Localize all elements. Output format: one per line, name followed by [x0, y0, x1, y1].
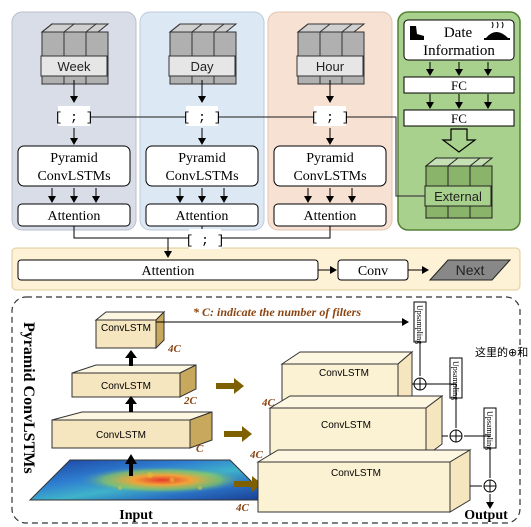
week-pyramid-line2: ConvLSTMs — [37, 169, 110, 184]
day-attention: Attention — [176, 209, 229, 224]
right-block-top — [280, 350, 414, 410]
hour-pyramid-line2: ConvLSTMs — [293, 169, 366, 184]
day-concat-box — [186, 106, 218, 126]
day-pyramid-line2: ConvLSTMs — [165, 169, 238, 184]
external-feed-line — [90, 116, 426, 197]
hour-pyramid-line1: Pyramid — [306, 151, 353, 166]
day-label-box — [168, 55, 236, 77]
day-pyramid-line1: Pyramid — [178, 151, 225, 166]
external-label: External — [434, 189, 482, 204]
fc-to-fc-arrows — [426, 94, 492, 109]
overflow-text: 这里的⊕和 — [475, 345, 528, 359]
left-block-4c-label: ConvLSTM — [101, 323, 151, 334]
date-word: Date — [444, 25, 473, 41]
week-pyramid-box — [17, 145, 131, 187]
fc1-label: FC — [451, 78, 467, 93]
left-block-c-label: ConvLSTM — [96, 430, 146, 441]
date-info-box — [403, 19, 515, 61]
left-block-4c — [94, 310, 166, 350]
plus-node-2 — [449, 429, 463, 443]
concat-to-pyramid-arrows — [70, 128, 334, 145]
input-heatmap — [28, 459, 272, 501]
next-label: Next — [456, 262, 485, 278]
right-block-middle-label: ConvLSTM — [321, 420, 371, 431]
right-block-top-label: ConvLSTM — [319, 368, 369, 379]
day-pyramid-box — [145, 145, 259, 187]
output-label: Output — [464, 508, 508, 523]
upsampling-3: Upsampling — [485, 411, 494, 450]
merge-concat: [ ; ] — [185, 233, 224, 248]
week-attention: Attention — [48, 209, 101, 224]
week-pyramid-line1: Pyramid — [50, 151, 97, 166]
plus-node-3 — [483, 479, 497, 493]
input-label: Input — [119, 508, 153, 523]
final-attention: Attention — [142, 264, 195, 279]
right-block-bottom — [256, 449, 472, 513]
left-block-c — [51, 411, 213, 449]
week-concat-box — [58, 106, 90, 126]
side-title: Pyramid ConvLSTMs — [20, 322, 37, 474]
dish-icon — [484, 21, 510, 40]
filters-note: * C: indicate the number of filters — [193, 305, 361, 319]
upsampling-connectors — [156, 318, 494, 509]
left-block-2c-label: ConvLSTM — [101, 381, 151, 392]
left-block-c-filters: C — [196, 443, 204, 455]
stack-to-concat-arrows — [70, 80, 334, 103]
upsampling-1: Upsampling — [415, 305, 424, 344]
hour-concat-box — [314, 106, 346, 126]
information-word: Information — [423, 43, 495, 59]
info-to-fc-arrows — [426, 62, 492, 76]
hour-label-box — [296, 55, 364, 77]
hour-concat: [ ; ] — [310, 110, 349, 125]
right-block-middle-filters: 4C — [249, 449, 264, 461]
fc1-box — [403, 76, 515, 94]
fc2-box — [403, 109, 515, 127]
merge-concat-box — [189, 229, 221, 249]
left-up-arrows — [125, 350, 137, 476]
week-label: Week — [58, 59, 91, 74]
reshape-arrow-icon — [441, 128, 477, 153]
hour-pyramid-box — [273, 145, 387, 187]
pyramid-to-attention-arrows — [48, 188, 356, 203]
next-block — [428, 259, 512, 281]
right-block-bottom-filters: 4C — [235, 502, 250, 514]
plus-node-1 — [413, 377, 427, 391]
day-concat: [ ; ] — [182, 110, 221, 125]
stack-diagonals — [41, 23, 353, 33]
right-block-top-filters: 4C — [261, 397, 276, 409]
week-concat: [ ; ] — [54, 110, 93, 125]
right-block-bottom-label: ConvLSTM — [331, 468, 381, 479]
external-label-box — [424, 185, 492, 207]
brown-arrows — [216, 378, 262, 492]
boot-icon — [410, 26, 424, 40]
upsampling-2: Upsampling — [451, 361, 460, 400]
conv-label: Conv — [358, 264, 388, 279]
hour-attention: Attention — [304, 209, 357, 224]
left-block-4c-filters: 4C — [167, 343, 182, 355]
left-block-2c — [71, 364, 197, 398]
hour-label: Hour — [316, 59, 345, 74]
week-label-box — [40, 55, 108, 77]
right-block-middle — [268, 395, 444, 457]
day-label: Day — [190, 59, 214, 74]
fc2-label: FC — [451, 111, 467, 126]
left-block-2c-filters: 2C — [183, 395, 198, 407]
